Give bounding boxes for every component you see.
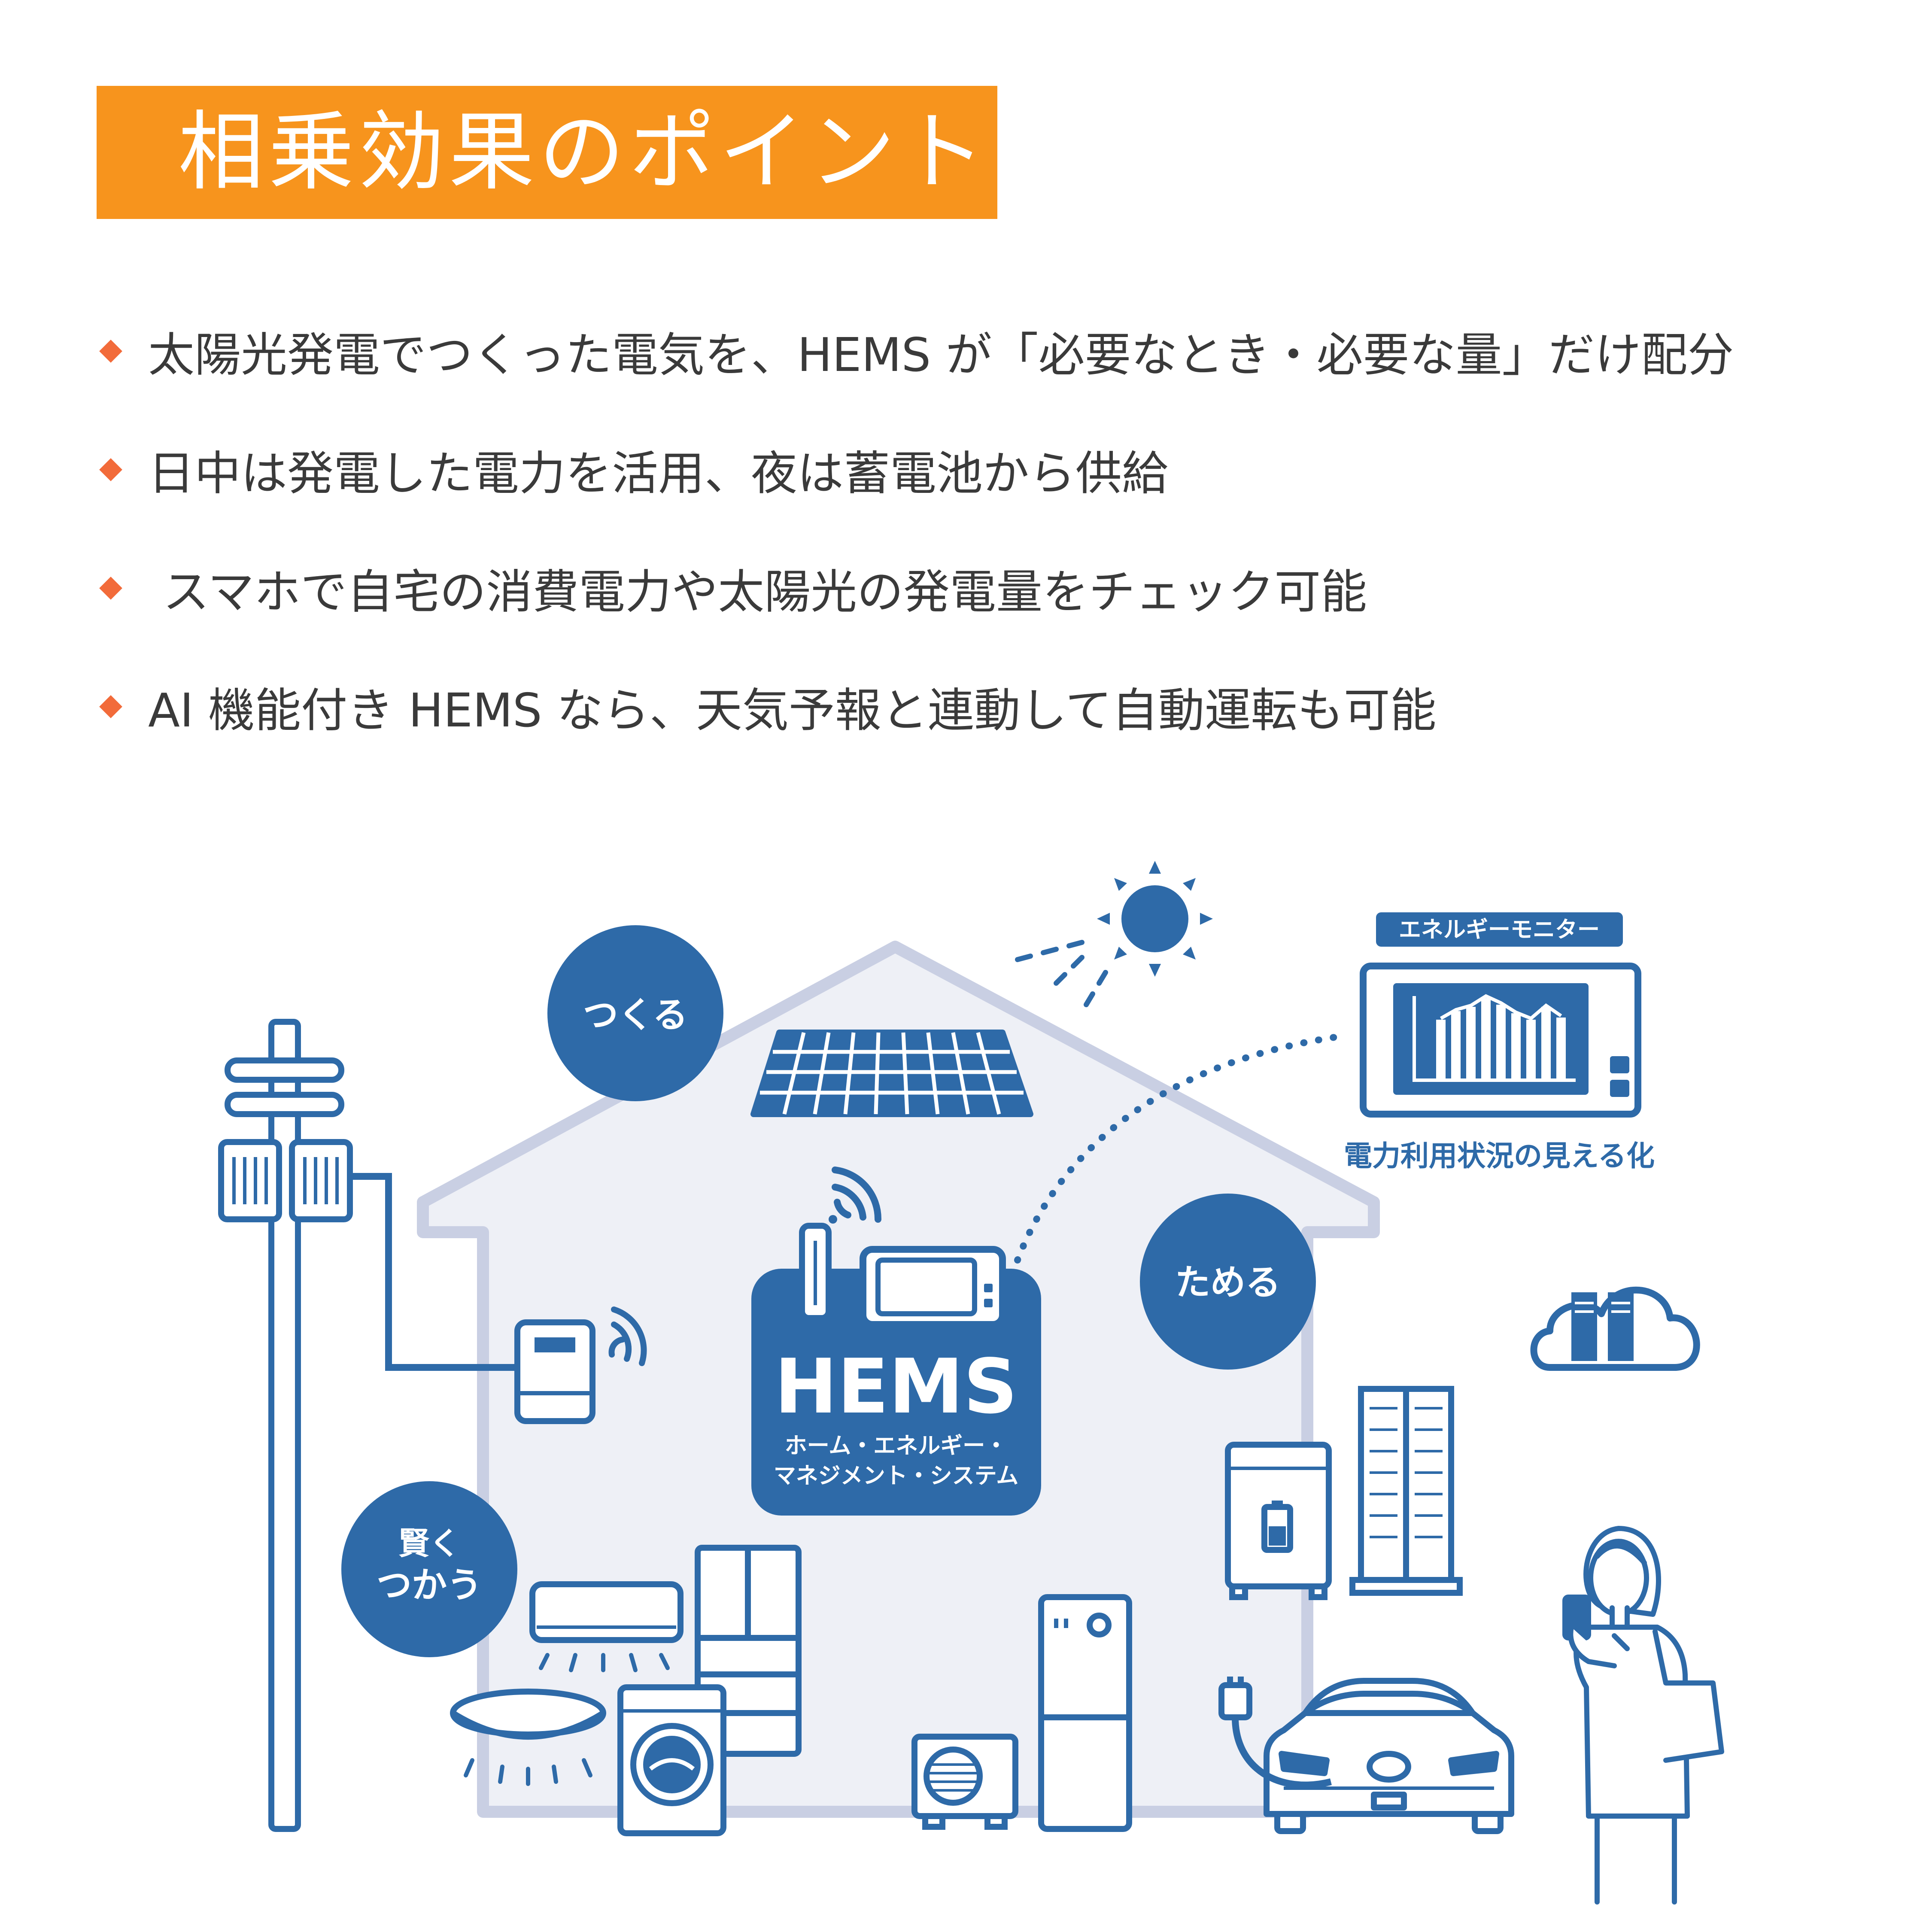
hems-title: HEMS [775, 1343, 1018, 1431]
outdoor-unit-icon [911, 1734, 1018, 1830]
energy-monitor: エネルギーモニター 電力利用状況の見える化 [1344, 912, 1655, 1173]
list-item-text: スマホで自宅の消費電力や太陽光の発電量をチェック可能 [148, 565, 1367, 619]
hems-subtitle-2: マネジメント・システム [774, 1463, 1018, 1489]
kashikoku-label-1: 賢く [398, 1525, 460, 1561]
tameru-label: ためる [1175, 1262, 1281, 1303]
list-item: スマホで自宅の消費電力や太陽光の発電量をチェック可能 [97, 529, 1857, 647]
washing-machine-icon [617, 1684, 726, 1836]
tsukuru-badge: つくる [547, 925, 723, 1101]
bullet-list: 太陽光発電でつくった電気を、HEMS が「必要なとき・必要な量」だけ配分 日中は… [97, 292, 1857, 766]
energy-monitor-tag: エネルギーモニター [1399, 917, 1600, 943]
power-line [350, 1173, 519, 1371]
hems-box: HEMS ホーム・エネルギー・ マネジメント・システム [751, 1166, 1041, 1516]
cloud-server-icon [1530, 1286, 1700, 1371]
page-title: 相乗効果のポイント [178, 102, 990, 202]
power-cabinet-icon [1349, 1386, 1463, 1596]
list-item: AI 機能付き HEMS なら、天気予報と連動して自動運転も可能 [97, 647, 1857, 766]
air-conditioner-icon [529, 1581, 683, 1672]
kashikoku-tsukau-badge: 賢く つかう [341, 1481, 517, 1657]
water-heater-icon [1038, 1594, 1132, 1832]
monitor-graph-icon [1413, 994, 1576, 1082]
list-item-text: 太陽光発電でつくった電気を、HEMS が「必要なとき・必要な量」だけ配分 [148, 328, 1734, 382]
tsukuru-label: つくる [583, 995, 688, 1036]
hems-subtitle-1: ホーム・エネルギー・ [785, 1433, 1007, 1459]
solar-panel-icon [750, 1030, 1033, 1117]
list-item: 日中は発電した電力を活用、夜は蓄電池から供給 [97, 410, 1857, 529]
router-icon [799, 1223, 832, 1321]
ceiling-light-icon [450, 1689, 606, 1786]
ev-car-icon [1264, 1678, 1514, 1834]
wifi-icon [829, 1166, 882, 1224]
utility-pole-icon [218, 1019, 353, 1832]
hems-controller-icon [860, 1246, 1006, 1328]
kashikoku-label-2: つかう [377, 1565, 482, 1606]
connection-dotted-line [1014, 1033, 1341, 1264]
tameru-badge: ためる [1140, 1194, 1316, 1370]
smart-meter-icon [514, 1306, 647, 1424]
energy-monitor-caption: 電力利用状況の見える化 [1344, 1139, 1655, 1173]
storage-battery-icon [1225, 1442, 1332, 1600]
list-item-text: 日中は発電した電力を活用、夜は蓄電池から供給 [148, 447, 1169, 501]
ev-charger-icon [1218, 1677, 1332, 1789]
list-item-text: AI 機能付き HEMS なら、天気予報と連動して自動運転も可能 [148, 684, 1437, 738]
person-smartphone-icon [1562, 1526, 1724, 1905]
sun-icon [1015, 861, 1213, 1007]
list-item: 太陽光発電でつくった電気を、HEMS が「必要なとき・必要な量」だけ配分 [97, 292, 1857, 410]
title-banner: 相乗効果のポイント [97, 86, 997, 219]
